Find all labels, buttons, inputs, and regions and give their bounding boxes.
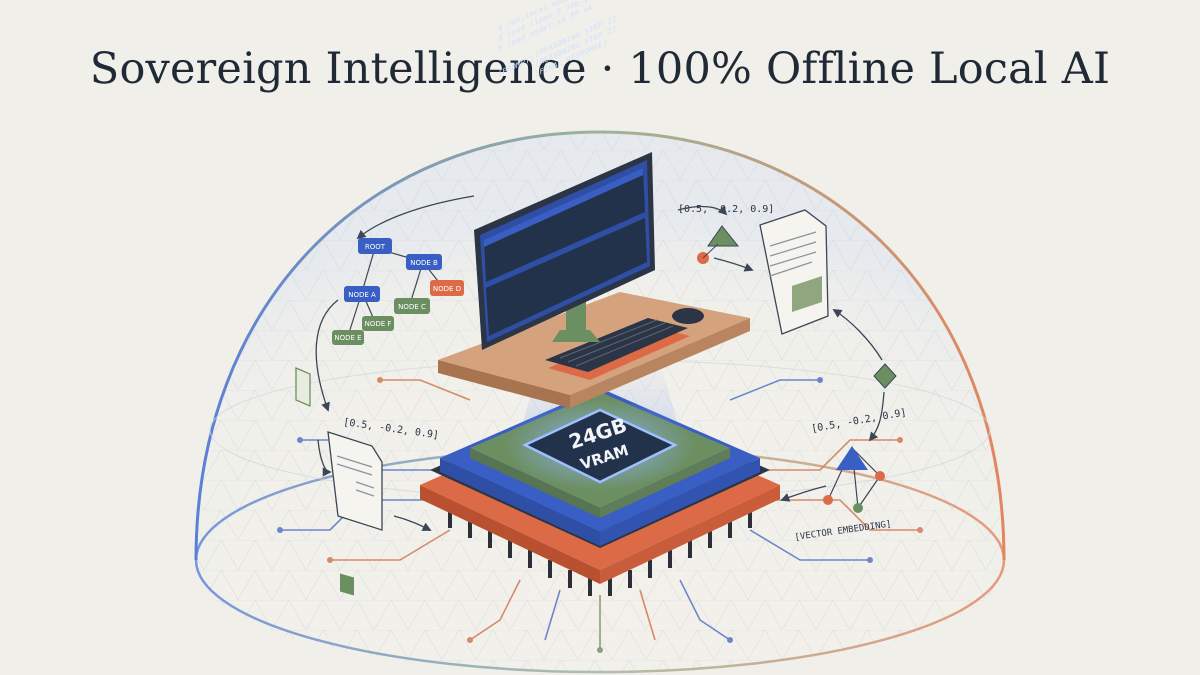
document-left (327, 431, 383, 596)
keyboard (545, 318, 690, 380)
terminal-output: $ /dk.local_model.sh $ load_llama_3_70b_… (498, 0, 634, 79)
svg-text:NODE B: NODE B (410, 259, 438, 267)
arrow-top-right (677, 205, 728, 216)
arrow-left-down (315, 299, 339, 412)
arrow-doc-to-chip (393, 515, 432, 531)
tree-node-b: NODE B (406, 254, 442, 270)
diagram-title: Sovereign Intelligence · 100% Offline Lo… (89, 44, 1111, 94)
svg-text:NODE C: NODE C (398, 303, 426, 311)
arrow-to-doc-left (317, 439, 332, 477)
vector-embedding-graph (823, 446, 885, 513)
arrow-right-up (832, 309, 883, 361)
mouse (672, 308, 704, 324)
arrow-embedding-to-chip (780, 485, 827, 502)
tree-root: ROOT (358, 238, 392, 254)
svg-text:ROOT: ROOT (365, 243, 386, 251)
tree-node-c: NODE C (394, 298, 430, 314)
arrow-right-down (868, 391, 885, 442)
tree-leaf-2: NODE F (362, 316, 394, 331)
terminal-prompt: [PROMPT] (498, 54, 534, 79)
embedding-point-top (697, 225, 740, 264)
gpu-chip: 24GB VRAM (420, 388, 780, 596)
arrow-top-left (356, 195, 475, 240)
monitor (474, 152, 655, 350)
svg-text:NODE F: NODE F (365, 320, 392, 328)
small-document-icon (295, 367, 311, 407)
document-right (759, 209, 829, 335)
embedding-point-mid (873, 363, 897, 389)
svg-text:NODE D: NODE D (433, 285, 461, 293)
arrow-to-doc-right (713, 257, 754, 272)
tree-node-d: NODE D (430, 280, 464, 296)
tree-leaf-1: NODE E (332, 330, 364, 345)
tree-node-a: NODE A (344, 286, 380, 302)
decision-tree: ROOT NODE B NODE A NODE C NODE D (332, 238, 464, 345)
svg-text:NODE A: NODE A (348, 291, 376, 299)
svg-text:NODE E: NODE E (334, 334, 361, 342)
flow-arrows (315, 195, 885, 531)
